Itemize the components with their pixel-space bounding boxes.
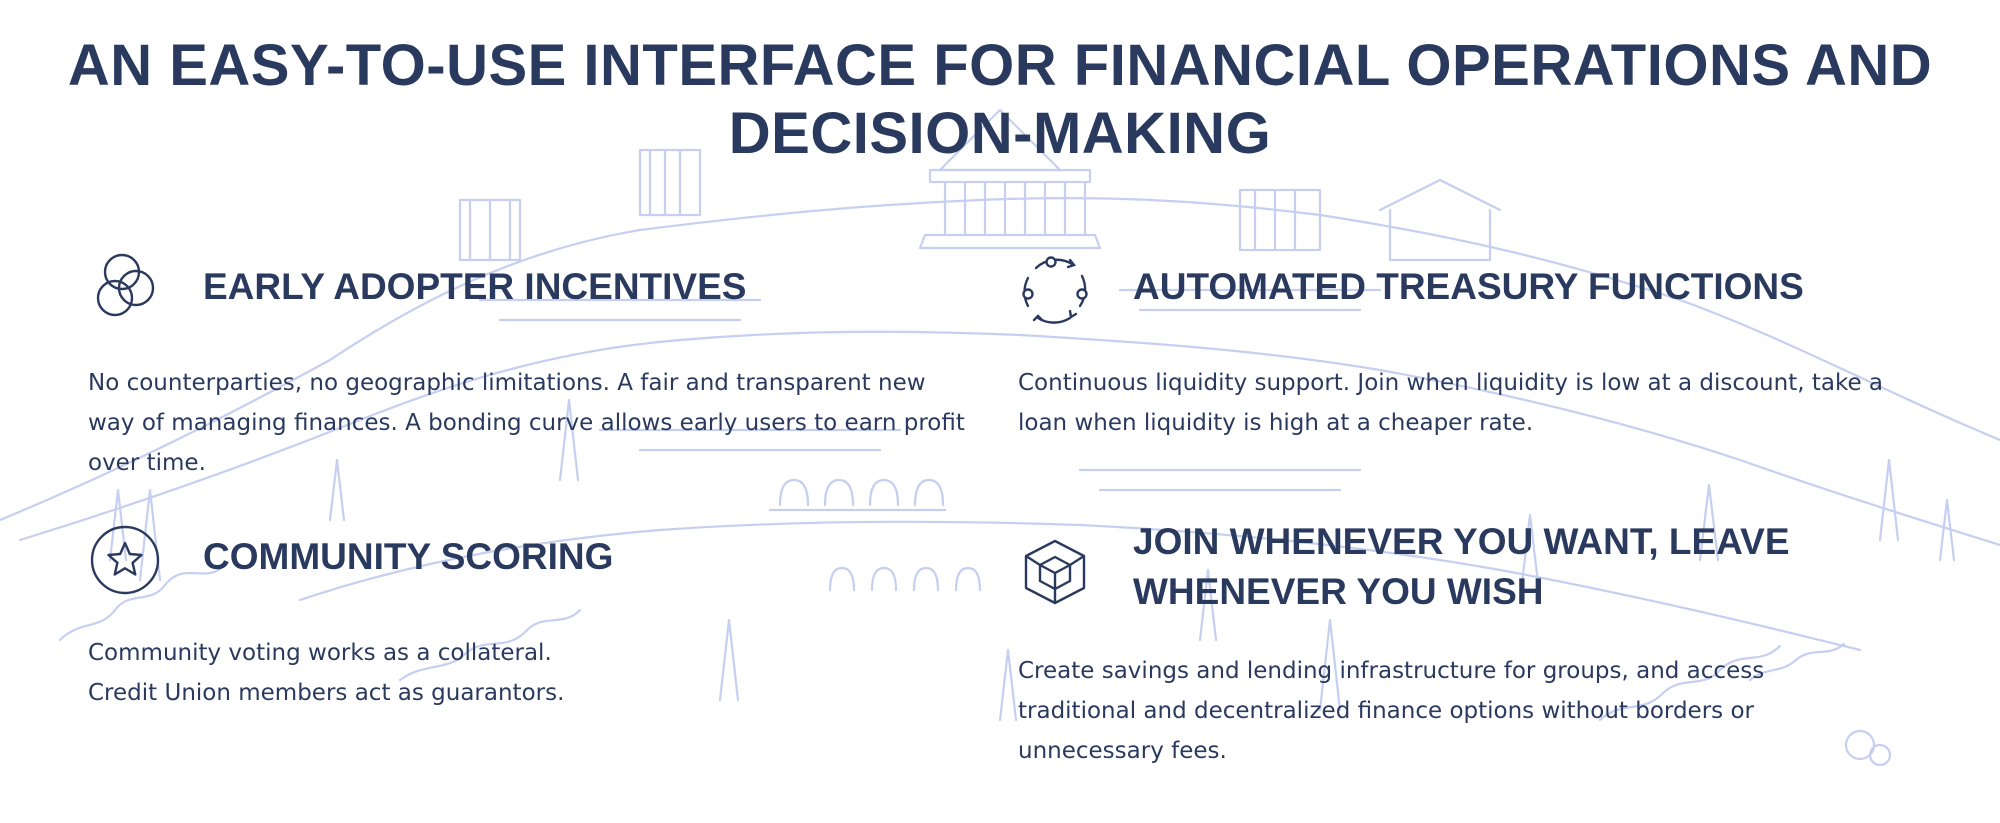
feature-description: Continuous liquidity support. Join when … bbox=[1018, 370, 1884, 436]
feature-early-adopter-incentives: EARLY ADOPTER INCENTIVES No counterparti… bbox=[88, 250, 988, 480]
feature-join-leave: JOIN WHENEVER YOU WANT, LEAVE WHENEVER Y… bbox=[1018, 517, 1918, 777]
feature-title: EARLY ADOPTER INCENTIVES bbox=[203, 266, 747, 307]
feature-title: AUTOMATED TREASURY FUNCTIONS bbox=[1133, 266, 1804, 307]
cycle-arrows-icon bbox=[1018, 254, 1092, 328]
page-title: AN EASY-TO-USE INTERFACE FOR FINANCIAL O… bbox=[67, 33, 1933, 166]
feature-description: Create savings and lending infrastructur… bbox=[1018, 658, 1765, 764]
feature-description: Community voting works as a collateral. … bbox=[88, 640, 565, 706]
circles-icon bbox=[88, 250, 162, 324]
feature-title: JOIN WHENEVER YOU WANT, LEAVE WHENEVER Y… bbox=[1133, 521, 1790, 612]
feature-description: No counterparties, no geographic limitat… bbox=[88, 370, 965, 476]
cube-icon bbox=[1018, 535, 1092, 609]
feature-title: COMMUNITY SCORING bbox=[203, 536, 614, 577]
feature-automated-treasury-functions: AUTOMATED TREASURY FUNCTIONS Continuous … bbox=[1018, 250, 1918, 450]
star-circle-icon bbox=[88, 523, 162, 597]
feature-community-scoring: COMMUNITY SCORING Community voting works… bbox=[88, 520, 988, 720]
